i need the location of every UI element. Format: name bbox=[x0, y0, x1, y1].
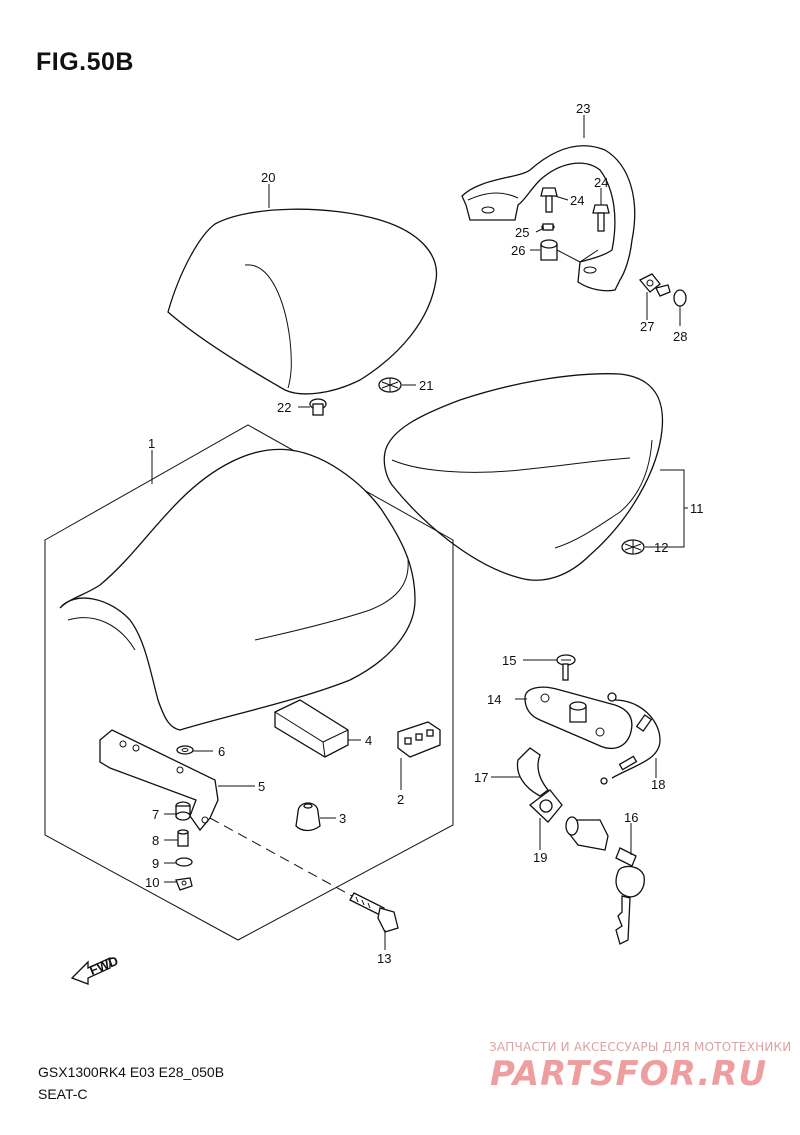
pad-4 bbox=[274, 699, 349, 758]
callout-5: 5 bbox=[258, 779, 265, 794]
nut-10 bbox=[175, 877, 193, 891]
clip-17 bbox=[516, 747, 549, 797]
bolt-24b bbox=[592, 204, 610, 232]
callout-26: 26 bbox=[511, 243, 525, 258]
callout-11: 11 bbox=[690, 501, 704, 516]
callout-10: 10 bbox=[145, 875, 159, 890]
model-code: GSX1300RK4 E03 E28_050B bbox=[38, 1064, 225, 1080]
cushion-26 bbox=[540, 239, 558, 261]
callout-19: 19 bbox=[533, 850, 547, 865]
callout-12: 12 bbox=[654, 540, 668, 555]
washer-6 bbox=[176, 745, 194, 755]
callout-9: 9 bbox=[152, 856, 159, 871]
callout-23: 23 bbox=[576, 101, 590, 116]
seat-assembly-box bbox=[44, 424, 454, 941]
section-name: SEAT-C bbox=[38, 1086, 88, 1102]
rubber-3 bbox=[295, 802, 321, 832]
grommet-22 bbox=[309, 398, 327, 416]
callout-13: 13 bbox=[377, 951, 391, 966]
bolt-24a bbox=[540, 187, 558, 213]
washer-9 bbox=[175, 857, 193, 867]
callout-24a: 24 bbox=[570, 193, 584, 208]
callout-28: 28 bbox=[673, 329, 687, 344]
collar-8 bbox=[177, 829, 189, 847]
pillion-seat-cover bbox=[167, 208, 438, 395]
callout-17: 17 bbox=[474, 770, 488, 785]
cushion-12 bbox=[621, 539, 645, 555]
cushion-7 bbox=[175, 801, 191, 821]
forward-arrow-icon: FWD bbox=[70, 953, 120, 985]
cable-18 bbox=[600, 692, 661, 785]
callout-24b: 24 bbox=[594, 175, 608, 190]
callout-16: 16 bbox=[624, 810, 638, 825]
callout-6: 6 bbox=[218, 744, 225, 759]
callout-14: 14 bbox=[487, 692, 501, 707]
bracket-5 bbox=[99, 729, 219, 832]
callout-8: 8 bbox=[152, 833, 159, 848]
nut-27 bbox=[638, 273, 671, 297]
callout-25: 25 bbox=[515, 225, 529, 240]
callout-3: 3 bbox=[339, 811, 346, 826]
clamp-2 bbox=[397, 721, 441, 758]
callout-27: 27 bbox=[640, 319, 654, 334]
rider-seat bbox=[59, 448, 416, 731]
forward-marker-label: FWD bbox=[87, 953, 120, 978]
figure-title: FIG.50B bbox=[36, 48, 134, 76]
callout-1: 1 bbox=[148, 436, 155, 451]
grab-handle bbox=[461, 145, 636, 292]
key-16 bbox=[615, 865, 645, 945]
callout-20: 20 bbox=[261, 170, 275, 185]
rear-seat-cowl bbox=[383, 373, 664, 581]
callout-7: 7 bbox=[152, 807, 159, 822]
lock-plate-14 bbox=[524, 686, 633, 749]
washer-25 bbox=[541, 223, 555, 231]
callout-21: 21 bbox=[419, 378, 433, 393]
screw-15 bbox=[556, 654, 576, 681]
callout-18: 18 bbox=[651, 777, 665, 792]
callout-22: 22 bbox=[277, 400, 291, 415]
bolt-13 bbox=[209, 817, 399, 933]
ring-28 bbox=[673, 289, 687, 307]
callout-labels: 20 23 24 24 25 26 27 28 21 22 1 11 12 4 … bbox=[145, 101, 704, 966]
watermark-logo: PARTSFOR.RU bbox=[490, 1054, 768, 1094]
watermark-tagline: ЗАПЧАСТИ И АКСЕССУАРЫ ДЛЯ МОТОТЕХНИКИ bbox=[489, 1040, 792, 1054]
leader-lines bbox=[151, 115, 688, 950]
callout-4: 4 bbox=[365, 733, 372, 748]
callout-15: 15 bbox=[502, 653, 516, 668]
cushion-21 bbox=[378, 377, 402, 393]
lock-holder-19 bbox=[528, 789, 563, 823]
callout-2: 2 bbox=[397, 792, 404, 807]
